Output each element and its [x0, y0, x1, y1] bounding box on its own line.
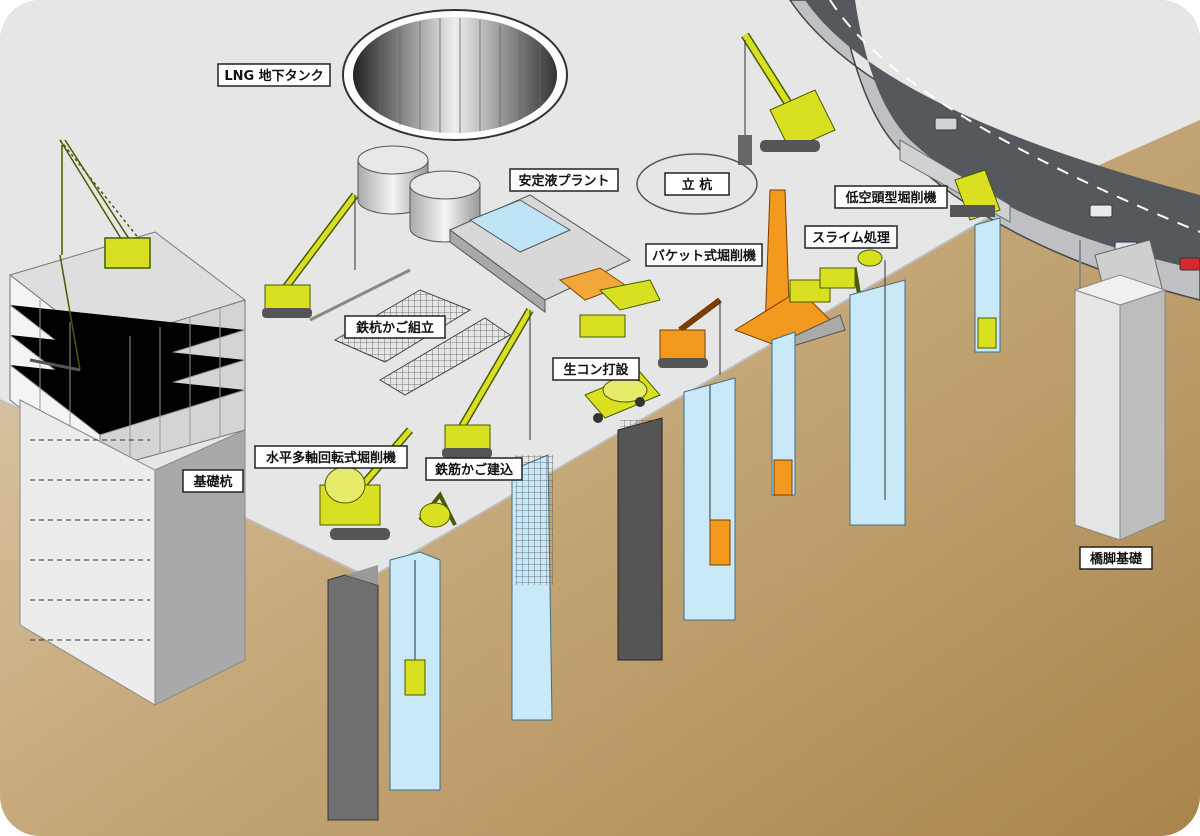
label-low-headroom: 低空頭型堀削機	[834, 185, 948, 209]
svg-text:LNG 地下タンク: LNG 地下タンク	[224, 68, 323, 84]
label-stabilizer-plant: 安定液プラント	[509, 168, 619, 192]
label-cage-assembly: 鉄杭かご組立	[344, 315, 446, 339]
svg-text:生コン打設: 生コン打設	[563, 362, 629, 378]
svg-text:スライム処理: スライム処理	[812, 230, 890, 246]
label-bucket: バケット式堀削機	[645, 243, 763, 267]
svg-text:低空頭型堀削機: 低空頭型堀削機	[844, 190, 936, 206]
pier-foundation	[1073, 239, 1167, 541]
bucket-excavator	[658, 189, 846, 375]
label-cage-insert: 鉄筋かご建込	[425, 457, 523, 481]
slime-excavator	[789, 249, 883, 303]
label-slime: スライム処理	[804, 225, 898, 249]
svg-text:立 杭: 立 杭	[682, 177, 713, 193]
crawler-crane-1	[262, 192, 359, 318]
svg-text:鉄筋かご建込: 鉄筋かご建込	[435, 462, 514, 478]
svg-text:安定液プラント: 安定液プラント	[518, 173, 609, 189]
svg-text:基礎杭: 基礎杭	[192, 474, 232, 490]
label-pier-foundation: 橋脚基礎	[1079, 546, 1153, 570]
svg-text:橋脚基礎: 橋脚基礎	[1090, 551, 1143, 567]
svg-text:水平多軸回転式堀削機: 水平多軸回転式堀削機	[266, 450, 396, 466]
lng-tank	[342, 9, 568, 141]
crawler-crane-2	[442, 307, 534, 458]
tower-crane	[29, 139, 151, 372]
diaphragm-panels	[327, 217, 1001, 821]
shaft-outline	[636, 153, 758, 215]
crawler-crane-3	[738, 32, 836, 165]
label-hydrofraise: 水平多軸回転式堀削機	[254, 445, 408, 469]
label-lng-tank: LNG 地下タンク	[217, 63, 331, 87]
low-headroom-machine	[950, 169, 1001, 221]
svg-text:バケット式堀削機: バケット式堀削機	[652, 248, 756, 264]
stabilizer-plant	[357, 145, 661, 338]
mixer-truck	[584, 371, 661, 423]
svg-text:鉄杭かご組立: 鉄杭かご組立	[356, 320, 434, 336]
label-shaft: 立 杭	[664, 172, 730, 196]
label-foundation-pile: 基礎杭	[182, 469, 244, 493]
label-ready-mix: 生コン打設	[552, 357, 640, 381]
building	[8, 231, 247, 706]
